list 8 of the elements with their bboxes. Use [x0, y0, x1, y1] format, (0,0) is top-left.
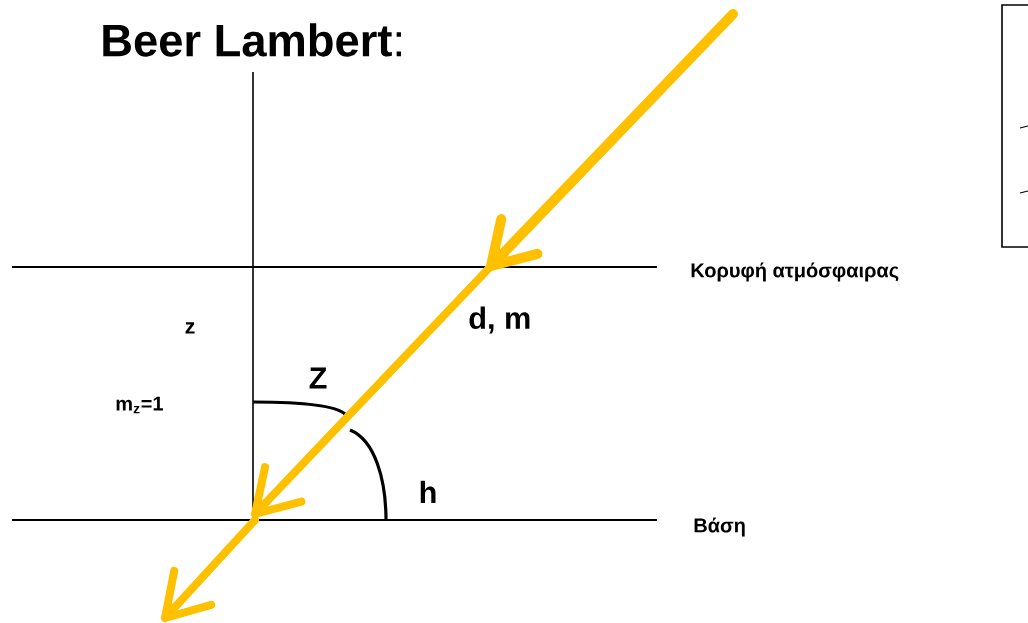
- title: Beer Lambert:: [103, 23, 401, 57]
- axis-label: z: [185, 322, 195, 334]
- angle-label: Z: [309, 367, 327, 389]
- axis-label: m$_{z}$=1: [116, 396, 163, 414]
- layer-label: Κορυφή ατμόσφαιρας: [691, 262, 899, 282]
- angle-label: h: [420, 480, 436, 504]
- path-label: d, m: [469, 306, 530, 334]
- layer-label: Βάση: [694, 517, 745, 537]
